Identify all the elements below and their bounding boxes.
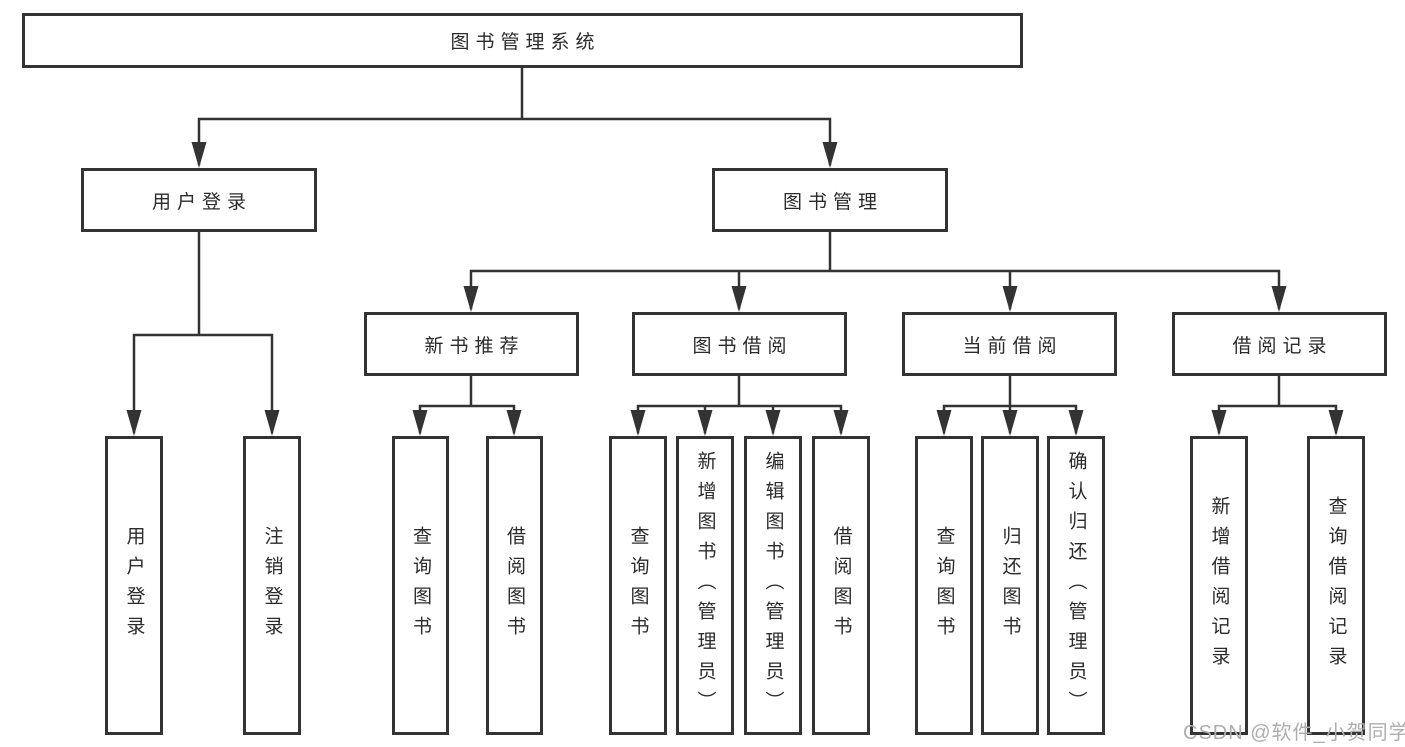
node-label: 图书管理 — [782, 191, 883, 213]
node-label: 用户登录 — [123, 525, 145, 646]
leaf-edit-book-admin: 编辑图书（管理员） — [744, 436, 802, 735]
leaf-query-book-borrow: 查询图书 — [609, 436, 667, 735]
leaf-user-login: 用户登录 — [105, 436, 163, 735]
node-library-system: 图书管理系统 — [22, 13, 1023, 68]
node-label: 用户登录 — [151, 191, 252, 213]
leaf-add-borrow-record: 新增借阅记录 — [1190, 436, 1248, 735]
node-current-borrow: 当前借阅 — [902, 312, 1117, 376]
node-book-borrow: 图书借阅 — [632, 312, 847, 376]
node-label: 新增图书（管理员） — [694, 450, 716, 721]
leaf-query-borrow-record: 查询借阅记录 — [1307, 436, 1365, 735]
node-label: 当前借阅 — [962, 335, 1063, 357]
leaf-logout: 注销登录 — [243, 436, 301, 735]
leaf-borrow-book: 借阅图书 — [812, 436, 870, 735]
node-user-login: 用户登录 — [81, 168, 317, 232]
leaf-return-book: 归还图书 — [981, 436, 1039, 735]
node-borrow-records: 借阅记录 — [1172, 312, 1387, 376]
node-label: 查询图书 — [410, 525, 431, 646]
node-label: 新书推荐 — [424, 335, 525, 357]
node-book-management: 图书管理 — [712, 168, 948, 232]
node-label: 借阅图书 — [830, 525, 852, 646]
node-new-book-recommend: 新书推荐 — [364, 312, 579, 376]
node-label: 编辑图书（管理员） — [762, 450, 784, 721]
watermark-text: CSDN @软件_小贺同学 — [1183, 722, 1405, 744]
node-label: 确认归还（管理员） — [1065, 450, 1087, 721]
node-label: 查询图书 — [933, 525, 955, 646]
node-label: 借阅图书 — [504, 525, 525, 646]
leaf-borrow-book-recommend: 借阅图书 — [486, 436, 543, 735]
node-label: 归还图书 — [999, 525, 1021, 646]
node-label: 注销登录 — [261, 525, 283, 646]
leaf-confirm-return-admin: 确认归还（管理员） — [1047, 436, 1105, 735]
node-label: 图书借阅 — [692, 335, 793, 357]
node-label: 查询图书 — [627, 525, 649, 646]
node-label: 图书管理系统 — [450, 32, 601, 53]
leaf-query-book-recommend: 查询图书 — [392, 436, 449, 735]
leaf-query-book-current: 查询图书 — [915, 436, 973, 735]
arrowheads — [126, 142, 1344, 436]
node-label: 借阅记录 — [1232, 335, 1333, 357]
leaf-add-book-admin: 新增图书（管理员） — [676, 436, 734, 735]
node-label: 新增借阅记录 — [1208, 495, 1230, 676]
node-label: 查询借阅记录 — [1325, 495, 1347, 676]
